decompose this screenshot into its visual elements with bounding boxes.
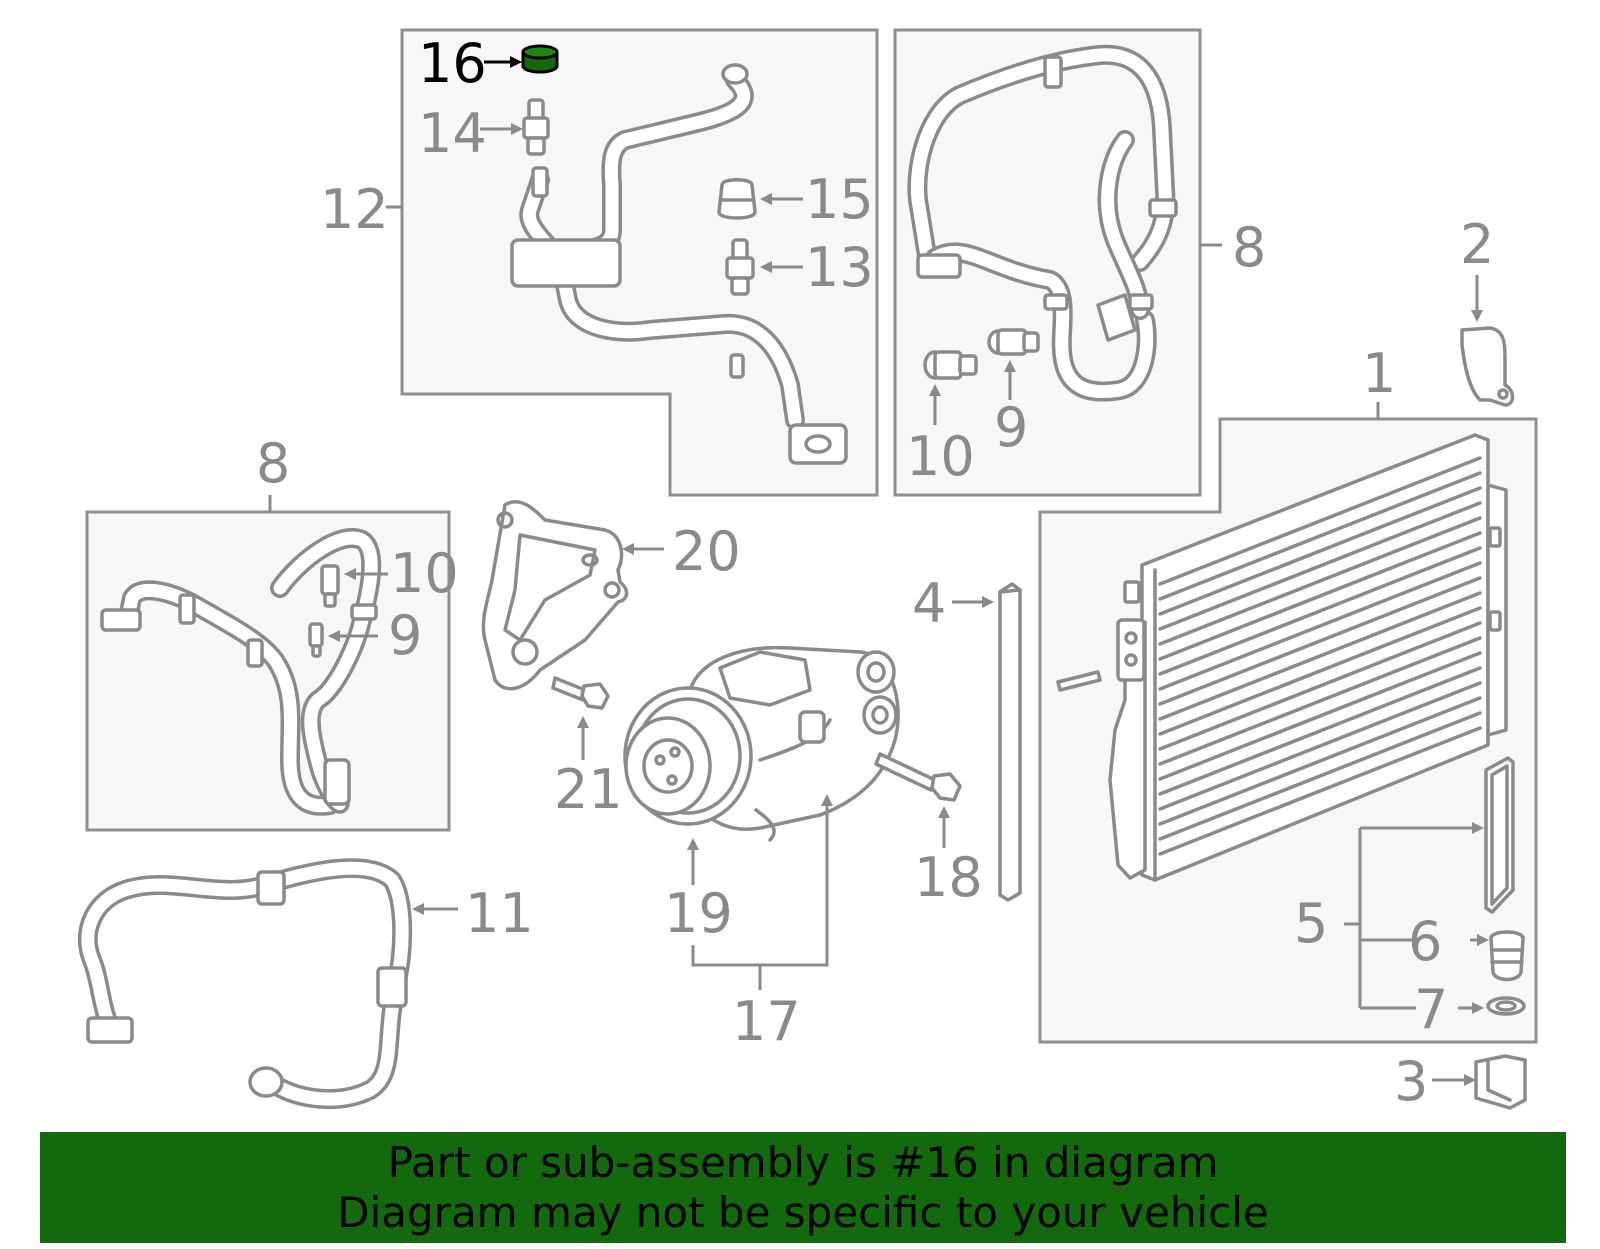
callout-17: 17 (732, 990, 801, 1053)
leader-7-arrowhead (1472, 1002, 1484, 1014)
tube-assembly-12[interactable] (510, 63, 848, 465)
leader-15-arrowhead (760, 193, 772, 205)
callout-11: 11 (465, 882, 534, 945)
callout-14: 14 (418, 102, 487, 165)
leader-10-left-arrowhead (344, 568, 356, 580)
valve-14[interactable] (522, 98, 550, 156)
callout-13: 13 (805, 236, 874, 299)
callout-10-left: 10 (390, 542, 459, 605)
leader-4-arrowhead (982, 596, 994, 608)
leader-9-top-arrowhead (1004, 360, 1016, 372)
leader-13-arrowhead (760, 261, 772, 273)
switch-9-left[interactable] (308, 622, 324, 658)
cap-16[interactable] (521, 44, 559, 74)
leader-21-arrowhead (577, 716, 589, 728)
switch-9-top[interactable] (987, 328, 1040, 356)
callout-19: 19 (664, 882, 733, 945)
callout-1: 1 (1362, 342, 1396, 405)
callout-9-top: 9 (994, 396, 1028, 459)
banner-line-1: Part or sub-assembly is #16 in diagram (387, 1137, 1219, 1187)
callout-20: 20 (672, 520, 741, 583)
leader-16-arrowhead (510, 56, 522, 68)
callout-15: 15 (805, 168, 874, 231)
leader-5 (1344, 826, 1478, 1010)
leader-20-arrowhead (622, 543, 634, 555)
leader-10-top-arrowhead (929, 384, 941, 396)
bolt-18[interactable] (874, 752, 962, 802)
bracket-2[interactable] (1460, 326, 1515, 407)
sensor-10-top[interactable] (923, 350, 978, 380)
bolt-21[interactable] (551, 676, 610, 710)
callout-2: 2 (1460, 213, 1494, 276)
callout-18: 18 (914, 846, 983, 909)
callout-3: 3 (1394, 1050, 1428, 1113)
hose-11[interactable] (77, 858, 413, 1109)
leader-11-arrowhead (412, 903, 424, 915)
callout-16: 16 (418, 32, 487, 95)
leader-19-arrowhead (687, 838, 699, 850)
clutch-pulley-19[interactable] (623, 686, 753, 826)
callout-8-left: 8 (256, 432, 290, 495)
banner-line-2: Diagram may not be specific to your vehi… (337, 1187, 1269, 1237)
plug-6[interactable] (1489, 930, 1525, 982)
group-box-12 (400, 28, 879, 497)
clip-3[interactable] (1474, 1054, 1527, 1110)
condenser-1[interactable] (1056, 433, 1508, 882)
drier-5[interactable] (1484, 756, 1515, 914)
group-box-8-left (85, 510, 451, 832)
callout-4: 4 (912, 572, 946, 635)
leader-3-arrowhead (1464, 1074, 1476, 1086)
leader-17-arrowhead (821, 794, 833, 806)
leader-6-arrowhead (1477, 934, 1489, 946)
callout-8-top: 8 (1232, 216, 1266, 279)
leader-5-arrowhead (1472, 822, 1484, 834)
valve-13[interactable] (725, 238, 755, 296)
leader-18-arrowhead (938, 806, 950, 818)
seal-4[interactable] (998, 582, 1022, 902)
leader-2-arrowhead (1471, 310, 1483, 322)
leader-9-left-arrowhead (328, 630, 340, 642)
callout-6: 6 (1408, 910, 1442, 973)
callout-12: 12 (320, 178, 389, 241)
info-banner: Part or sub-assembly is #16 in diagram D… (40, 1132, 1566, 1243)
callout-10-top: 10 (906, 425, 975, 488)
hose-assembly-8-left[interactable] (100, 528, 382, 816)
cap-15[interactable] (717, 178, 757, 220)
callout-21: 21 (554, 758, 623, 821)
callout-7: 7 (1414, 978, 1448, 1041)
sensor-10-left[interactable] (320, 564, 340, 608)
hose-assembly-8-top[interactable] (907, 44, 1178, 402)
leader-14-arrowhead (511, 123, 523, 135)
callout-5: 5 (1294, 892, 1328, 955)
o-ring-7[interactable] (1486, 996, 1526, 1016)
bracket-20[interactable] (481, 499, 629, 691)
callout-9-left: 9 (388, 604, 422, 667)
